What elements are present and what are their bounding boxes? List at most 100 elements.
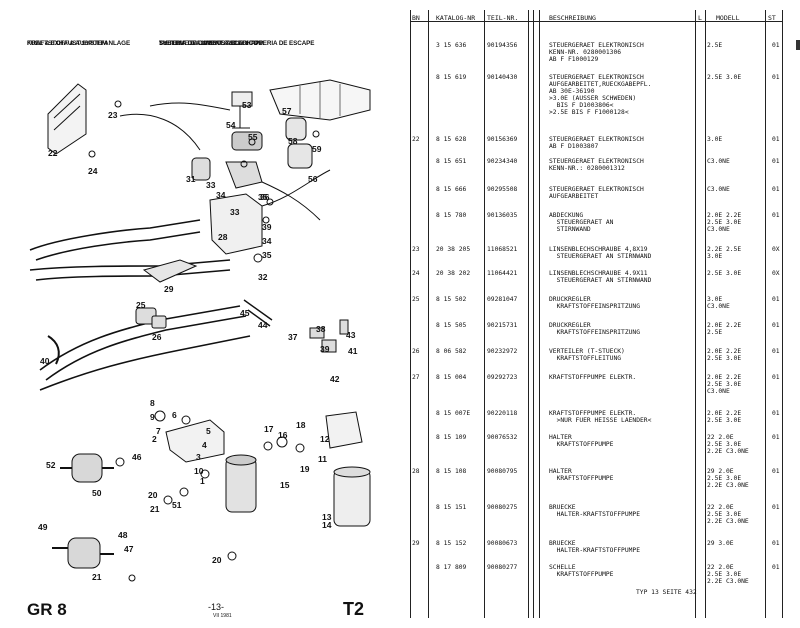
callout-number: 33	[230, 207, 240, 217]
modell-line: C3.0NE	[707, 186, 730, 193]
callout-number: 10	[194, 466, 204, 476]
desc-line: HALTER	[549, 468, 572, 475]
cell-beschreibung: ABDECKUNG STEUERGERAET AN STIRNWAND	[549, 212, 613, 233]
cell-beschreibung: BRUECKE HALTER-KRAFTSTOFFPUMPE	[549, 504, 640, 518]
modell-line: 29 3.0E	[707, 540, 734, 547]
modell-line: 2.2E C3.0NE	[707, 448, 749, 456]
cell-modell: 3.0E	[707, 136, 722, 143]
divider	[528, 10, 529, 618]
divider	[533, 10, 534, 618]
cell-beschreibung: HALTER KRAFTSTOFFPUMPE	[549, 468, 613, 482]
cell-st: 01	[772, 410, 780, 417]
modell-line: 2.5E 3.0E	[707, 571, 742, 579]
cell-modell: 2.5E 3.0E	[707, 74, 741, 81]
callout-number: 34	[262, 236, 272, 246]
modell-line: 2.5E 3.0E	[707, 74, 742, 81]
desc-line: KRAFTSTOFFPUMPE	[549, 441, 614, 449]
desc-line: SCHELLE	[549, 564, 576, 571]
desc-line: LINSENBLECHSCHRAUBE 4,8X19	[549, 246, 648, 253]
modell-line: 3.0E	[707, 136, 723, 143]
cell-modell: 2.5E 3.0E	[707, 270, 741, 277]
cell-katalog: 8 15 780	[436, 212, 467, 219]
cell-beschreibung: DRUCKREGLER KRAFTSTOFFEINSPRITZUNG	[549, 322, 640, 336]
desc-line: KRAFTSTOFFPUMPE	[549, 571, 614, 579]
callout-number: 37	[288, 332, 298, 342]
desc-line: DRUCKREGLER	[549, 322, 591, 329]
modell-line: 22 2.0E	[707, 564, 734, 571]
cell-teil: 11064421	[487, 270, 518, 277]
callout-number: 24	[88, 166, 98, 176]
modell-line: 2.5E	[707, 42, 723, 49]
desc-line: DRUCKREGLER	[549, 296, 591, 303]
desc-line: STEUERGERAET ELEKTRONISCH	[549, 136, 644, 143]
callout-number: 20	[148, 490, 158, 500]
desc-line: ABDECKUNG	[549, 212, 584, 219]
page-number: -13-	[208, 602, 225, 612]
modell-line: 22 2.0E	[707, 434, 734, 441]
callout-number: 14	[322, 520, 332, 530]
cell-st: 01	[772, 322, 780, 329]
modell-line: 2.2E C3.0NE	[707, 482, 749, 490]
cell-teil: 90080277	[487, 564, 518, 571]
callout-number: 41	[348, 346, 358, 356]
callout-number: 2	[152, 434, 157, 444]
callout-number: 21	[92, 572, 102, 582]
callout-number: 51	[172, 500, 182, 510]
cell-beschreibung: KRAFTSTOFFPUMPE ELEKTR.	[549, 374, 636, 381]
cell-teil: 90194356	[487, 42, 518, 49]
callout-number: 12	[320, 434, 330, 444]
callout-number: 17	[264, 424, 274, 434]
modell-line: 2.5E 3.0E	[707, 417, 742, 425]
diagram-line-art	[29, 79, 371, 582]
cell-st: 01	[772, 296, 780, 303]
modell-line: 2.0E 2.2E	[707, 212, 742, 219]
callout-number: 32	[258, 272, 268, 282]
callout-number: 56	[308, 174, 318, 184]
callout-number: 34	[216, 190, 226, 200]
page-date: VII 1981	[213, 613, 232, 619]
header-text-right: SYSTEME D'ALIMENT. & D'ECHAPP.	[159, 40, 265, 47]
cell-teil: 90215731	[487, 322, 518, 329]
cell-modell: 29 3.0E	[707, 540, 734, 547]
desc-line: AUFGEARBEITET	[549, 193, 599, 201]
cell-beschreibung: LINSENBLECHSCHRAUBE 4.9X11 STEUERGERAET …	[549, 270, 651, 284]
desc-line: STEUERGERAET AN STIRNWAND	[549, 253, 652, 261]
cell-katalog: 8 15 109	[436, 434, 467, 441]
callout-number: 46	[132, 452, 142, 462]
section-tab: T2	[343, 599, 365, 619]
callout-number: 35	[262, 250, 272, 260]
cell-teil: 09281047	[487, 296, 518, 303]
cell-st: 0X	[772, 270, 780, 277]
modell-line: 2.5E 3.0E	[707, 475, 742, 483]
modell-line: 2.5E 3.0E	[707, 270, 742, 277]
cell-st: 01	[772, 74, 780, 81]
callout-number: 40	[40, 356, 50, 366]
desc-line: HALTER-KRAFTSTOFFPUMPE	[549, 547, 640, 555]
desc-line: BRUECKE	[549, 504, 576, 511]
modell-line: 3.0E	[707, 253, 723, 261]
desc-line: STEUERGERAET ELEKTRONISCH	[549, 186, 644, 193]
cell-st: 01	[772, 540, 780, 547]
desc-line: >NUR FUER HEISSE LAENDER<	[549, 417, 652, 425]
cell-st: 01	[772, 348, 780, 355]
desc-line: STEUERGERAET AN	[549, 219, 614, 227]
desc-line: AB 30E-36190	[549, 88, 595, 96]
callout-number: 6	[172, 410, 177, 420]
callout-number: 23	[108, 110, 118, 120]
callout-number: 47	[124, 544, 134, 554]
col-header-st: ST	[768, 14, 776, 22]
callout-number: 49	[38, 522, 48, 532]
callout-number: 13	[322, 512, 332, 522]
callout-number: 57	[282, 106, 292, 116]
desc-line: KENN-NR.: 0280001312	[549, 165, 625, 173]
cell-katalog: 8 15 666	[436, 186, 467, 193]
divider	[428, 10, 429, 618]
callout-number: 1	[200, 476, 205, 486]
callout-number: 3	[196, 452, 201, 462]
header-rule	[410, 21, 782, 22]
callout-number: 4	[202, 440, 207, 450]
